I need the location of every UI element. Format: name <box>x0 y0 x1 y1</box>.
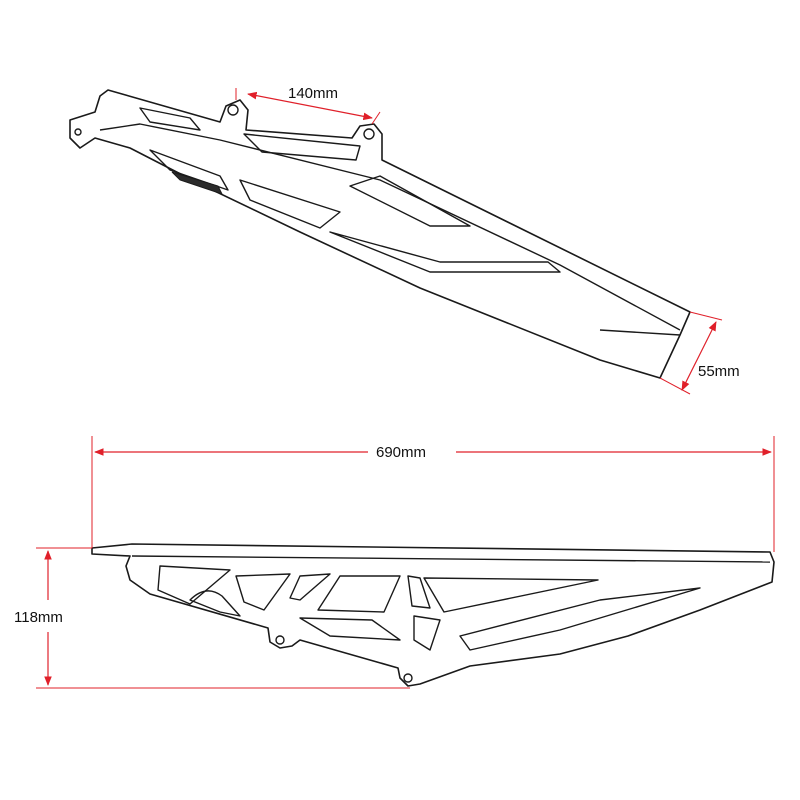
side-cutout-6 <box>299 617 401 641</box>
top-small-hole <box>74 128 82 136</box>
overall-length-label: 690mm <box>376 444 426 461</box>
top-view-chain-guard <box>69 89 691 379</box>
side-mount-hole-2 <box>403 673 413 683</box>
side-cutout-3 <box>235 573 291 611</box>
top-view-outline <box>69 89 691 379</box>
side-view-outline <box>91 543 775 687</box>
side-cutout-2 <box>189 590 241 617</box>
top-cutout-6 <box>329 231 561 273</box>
end-width-label: 55mm <box>698 363 740 380</box>
side-cutout-7 <box>407 575 431 609</box>
mount-spacing-label: 140mm <box>288 85 338 102</box>
side-cutout-5 <box>317 575 401 613</box>
end-width-line <box>681 321 717 391</box>
side-mount-hole-1 <box>275 635 285 645</box>
dimension-height: 118mm <box>14 547 410 689</box>
side-top-rail <box>131 555 771 563</box>
side-cutout-10 <box>459 587 701 651</box>
top-shadow <box>171 171 223 195</box>
top-end-fold <box>599 329 681 336</box>
side-cutout-4 <box>289 573 331 601</box>
top-mount-hole-1 <box>227 104 239 116</box>
height-label: 118mm <box>14 609 63 626</box>
top-cutout-3 <box>349 175 471 227</box>
dimension-mount-spacing: 140mm <box>235 85 381 125</box>
top-inner-edge <box>99 123 681 331</box>
top-cutout-5 <box>239 179 341 229</box>
mount-spacing-line <box>247 91 373 121</box>
side-cutout-9 <box>413 615 441 651</box>
dimension-end-width: 55mm <box>659 311 740 395</box>
top-cutout-1 <box>139 107 201 131</box>
top-cutout-4 <box>149 149 229 191</box>
side-view-chain-guard <box>91 543 775 687</box>
top-mount-hole-2 <box>363 128 375 140</box>
top-cutout-2 <box>243 133 361 161</box>
side-cutout-1 <box>157 565 231 605</box>
dimension-overall-length: 690mm <box>91 436 775 552</box>
side-cutout-8 <box>423 577 599 613</box>
